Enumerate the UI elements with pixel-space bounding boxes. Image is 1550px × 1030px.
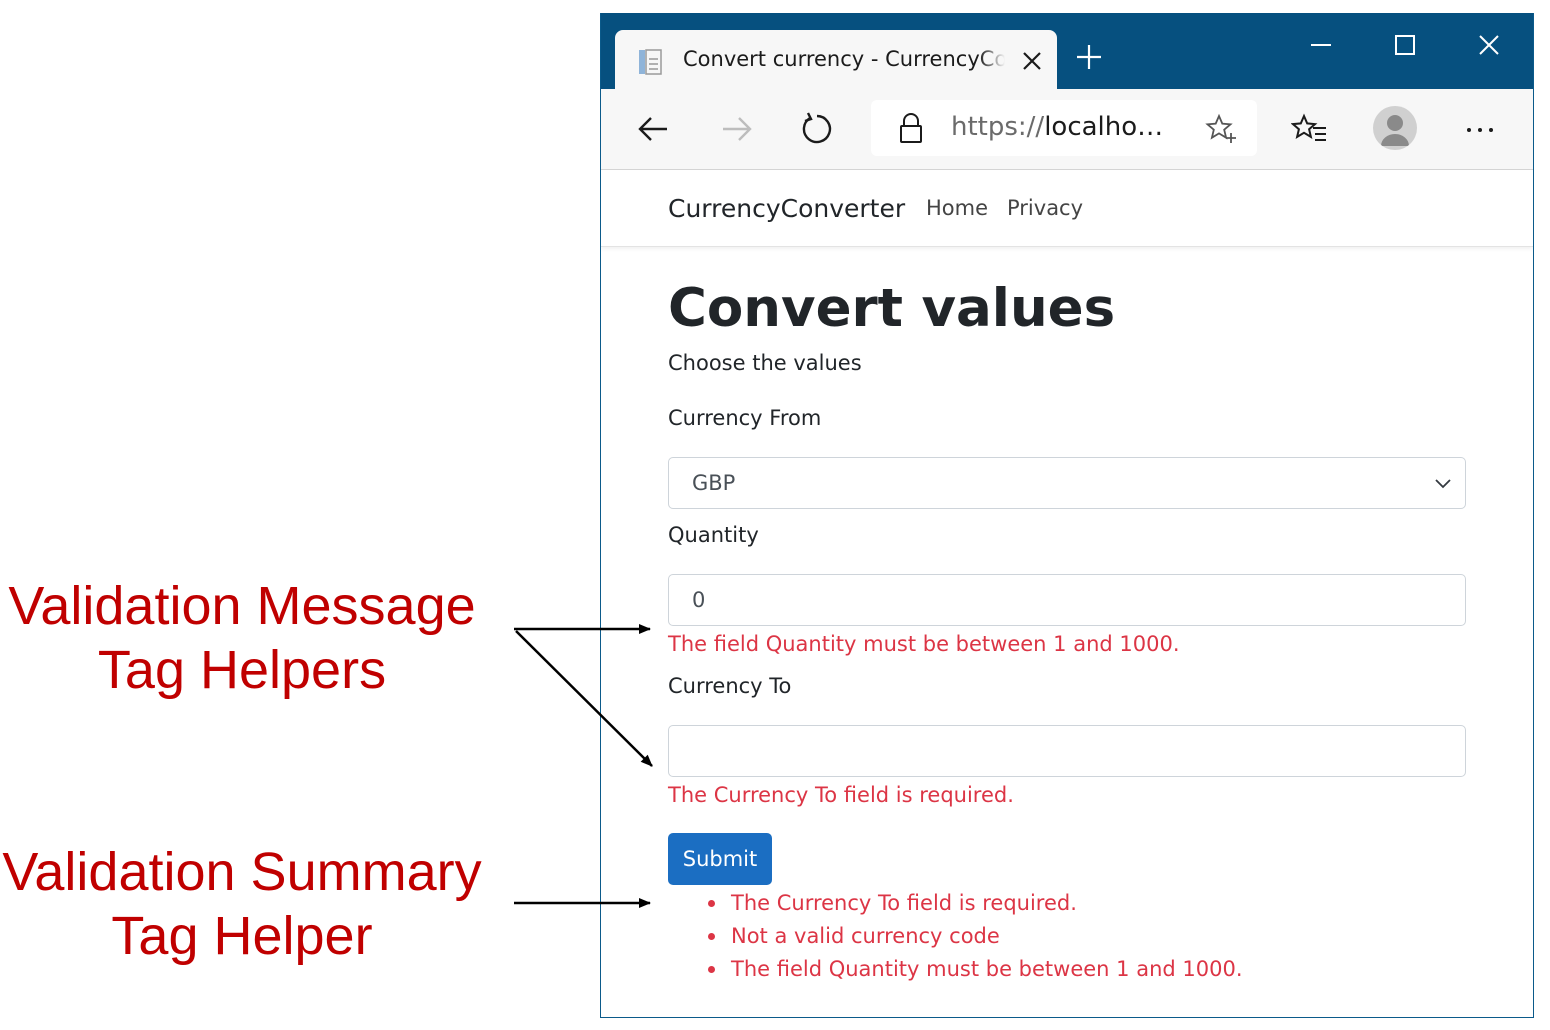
lock-icon <box>900 113 922 143</box>
annotation-line: Tag Helpers <box>97 640 387 700</box>
currency-from-select[interactable]: GBP <box>668 457 1466 509</box>
page-title: Convert values <box>668 278 1116 339</box>
new-tab-icon[interactable] <box>1073 41 1105 73</box>
validation-summary-annotation: Validation Summary Tag Helper <box>0 840 484 968</box>
back-arrow-icon[interactable] <box>635 110 673 148</box>
tab-title: Convert currency - CurrencyConverter <box>683 47 1005 77</box>
quantity-label: Quantity <box>668 523 759 547</box>
annotation-line: Validation Summary <box>2 842 482 902</box>
currency-from-selected: GBP <box>692 471 736 495</box>
person-icon <box>1381 115 1409 146</box>
url-text[interactable]: https://localho… <box>951 112 1179 146</box>
annotation-line: Validation Message <box>8 576 476 636</box>
validation-summary-item: The field Quantity must be between 1 and… <box>706 953 1243 986</box>
validation-summary-item: Not a valid currency code <box>706 920 1243 953</box>
refresh-icon[interactable] <box>798 110 836 148</box>
browser-toolbar: https://localho… <box>601 89 1533 170</box>
profile-avatar[interactable] <box>1373 106 1417 150</box>
url-scheme: https:// <box>951 112 1045 142</box>
annotation-line: Tag Helper <box>111 906 373 966</box>
url-host: localho… <box>1044 112 1164 142</box>
validation-summary-item: The Currency To field is required. <box>706 887 1243 920</box>
maximize-icon[interactable] <box>1387 27 1423 63</box>
browser-window: Convert currency - CurrencyConverter <box>600 13 1534 1018</box>
title-bar: Convert currency - CurrencyConverter <box>601 13 1533 89</box>
page-favicon-icon <box>639 49 662 75</box>
forward-arrow-icon[interactable] <box>717 110 755 148</box>
nav-link-privacy[interactable]: Privacy <box>1007 196 1084 220</box>
page-subtitle: Choose the values <box>668 351 862 375</box>
favorites-icon[interactable] <box>1291 110 1329 148</box>
site-navbar: CurrencyConverter Home Privacy <box>601 170 1533 247</box>
validation-message-annotation: Validation Message Tag Helpers <box>0 574 484 702</box>
quantity-value: 0 <box>692 588 706 612</box>
close-window-icon[interactable] <box>1471 27 1507 63</box>
site-brand-link[interactable]: CurrencyConverter <box>668 194 906 223</box>
submit-button[interactable]: Submit <box>668 833 772 885</box>
close-tab-icon[interactable] <box>1019 48 1045 74</box>
currency-to-validation-message: The Currency To field is required. <box>668 783 1014 807</box>
minimize-icon[interactable] <box>1303 27 1339 63</box>
quantity-input[interactable]: 0 <box>668 574 1466 626</box>
validation-summary: The Currency To field is required. Not a… <box>706 887 1243 986</box>
browser-tab[interactable]: Convert currency - CurrencyConverter <box>615 30 1057 89</box>
nav-link-home[interactable]: Home <box>926 196 989 220</box>
more-options-icon[interactable] <box>1461 110 1499 148</box>
chevron-down-icon <box>1435 479 1451 489</box>
currency-from-label: Currency From <box>668 406 822 430</box>
add-favorite-star-icon[interactable] <box>1205 113 1237 145</box>
address-bar[interactable]: https://localho… <box>871 100 1257 156</box>
currency-to-label: Currency To <box>668 674 792 698</box>
currency-to-input[interactable] <box>668 725 1466 777</box>
quantity-validation-message: The field Quantity must be between 1 and… <box>668 632 1180 656</box>
